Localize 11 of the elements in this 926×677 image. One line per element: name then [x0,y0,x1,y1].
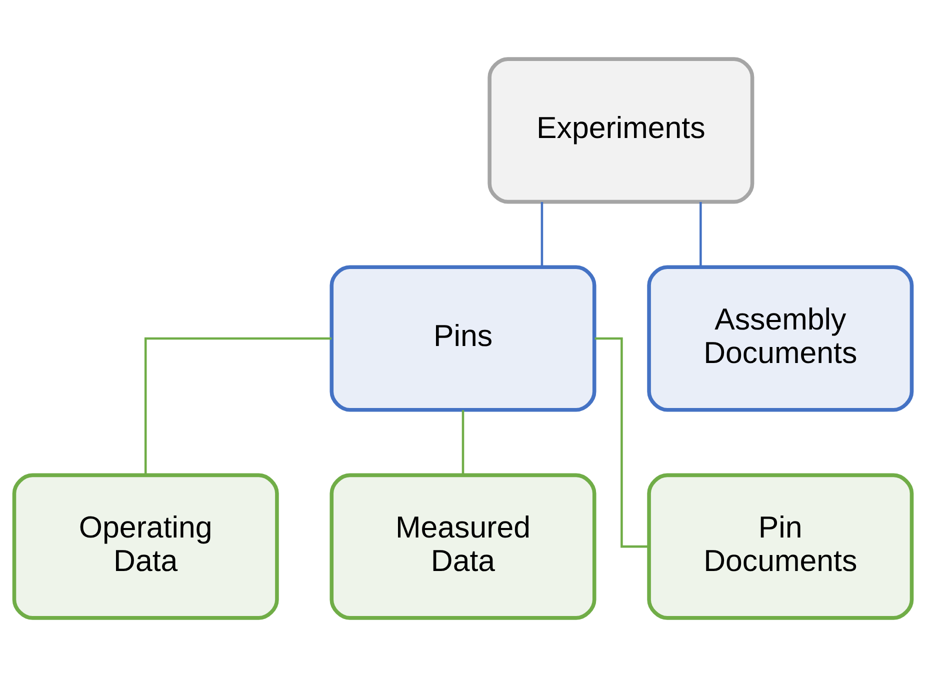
connector [594,337,649,548]
connector [700,202,702,267]
connector [462,410,464,475]
node-box: Measured Data [330,473,596,620]
node-box: Pins [330,265,596,412]
connector [144,337,332,475]
connector [540,202,544,267]
node-box: Experiments [488,57,754,204]
node-box: Assembly Documents [647,265,914,412]
node-box: Pin Documents [647,473,914,620]
node-box: Operating Data [12,473,279,620]
